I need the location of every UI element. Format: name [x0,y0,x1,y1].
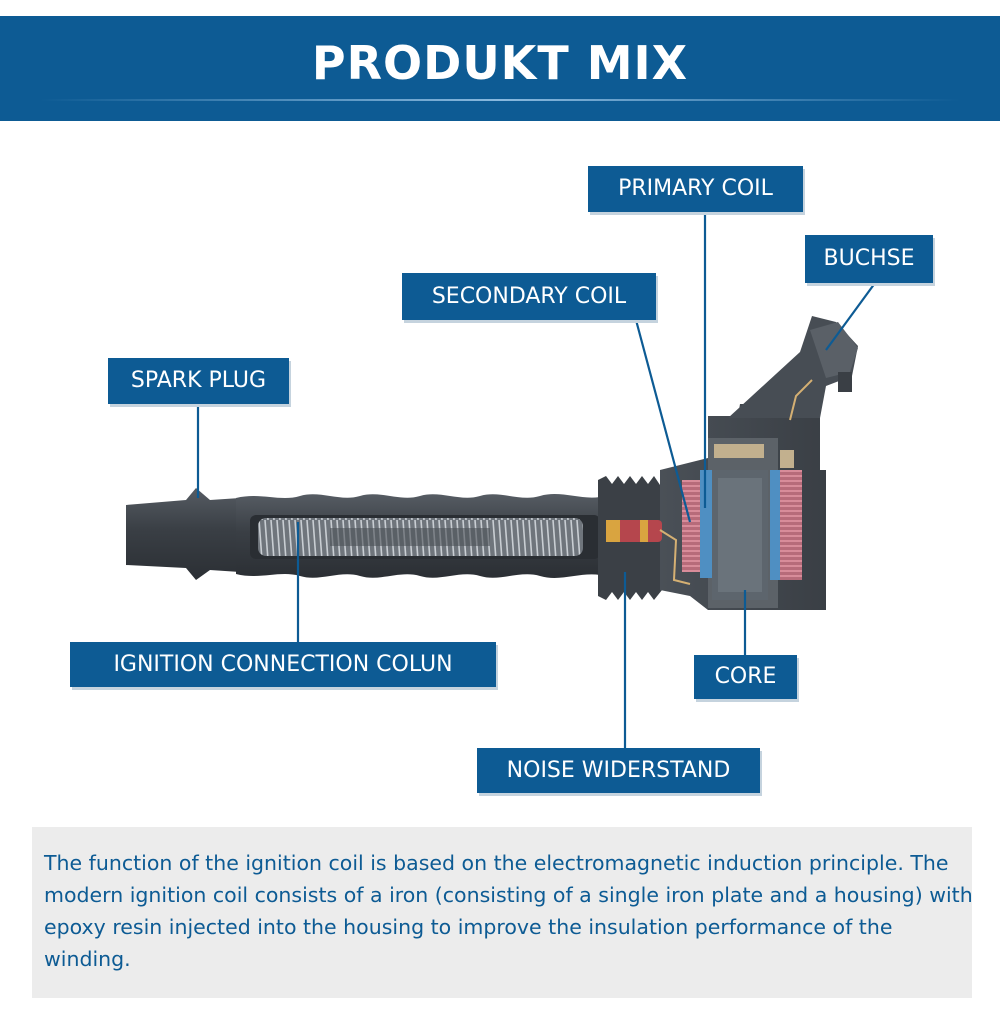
label-noise-widerstand: NOISE WIDERSTAND [477,748,760,793]
header-banner: PRODUKT MIX [0,16,1000,121]
spark-plug-boot [126,488,240,580]
leader-lines [196,212,876,748]
header-divider [40,99,960,101]
description-text: The function of the ignition coil is bas… [44,851,973,971]
primary-coil [700,470,712,578]
label-core: CORE [694,655,797,699]
label-ignition-connection-column: IGNITION CONNECTION COLUN [70,642,496,687]
label-buchse: BUCHSE [805,235,933,283]
description-panel: The function of the ignition coil is bas… [32,827,973,998]
label-primary-coil: PRIMARY COIL [588,166,803,212]
label-secondary-coil: SECONDARY COIL [402,273,656,320]
secondary-coil [682,480,700,572]
label-spark-plug: SPARK PLUG [108,358,289,404]
page-title: PRODUKT MIX [311,36,689,90]
